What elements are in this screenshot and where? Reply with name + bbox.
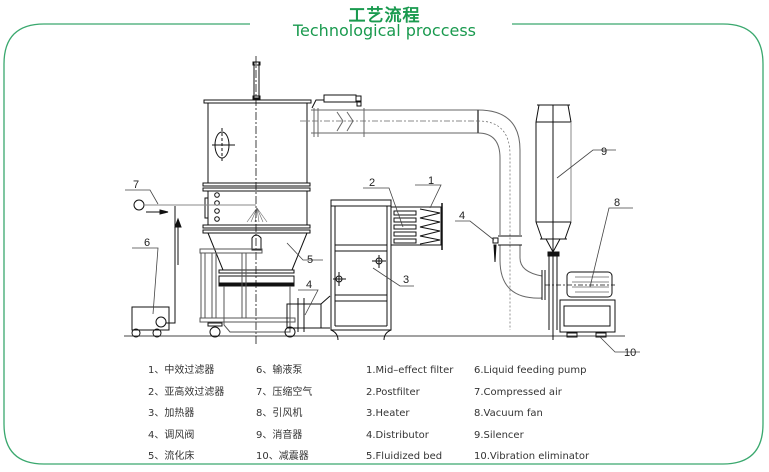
legend-item: 6、输液泵 <box>256 365 303 376</box>
heater-cabinet <box>330 199 392 341</box>
legend-item: 3.Heater <box>366 408 410 419</box>
callout-9: 9 <box>601 146 607 158</box>
title-english: Technological proccess <box>292 21 476 40</box>
legend-item: 2、亚高效过滤器 <box>148 386 225 398</box>
spray-nozzle-icon <box>246 207 268 223</box>
legend-item: 9、消音器 <box>256 429 303 441</box>
air-duct <box>300 94 543 330</box>
callout-3: 3 <box>403 274 409 286</box>
legend-item: 8.Vacuum fan <box>474 408 543 419</box>
callout-8: 8 <box>614 197 620 209</box>
callout-leaders <box>125 149 640 353</box>
callout-2: 2 <box>369 177 375 189</box>
callout-10: 10 <box>624 347 636 359</box>
legend-item: 7、压缩空气 <box>256 386 313 398</box>
legend-item: 1、中效过滤器 <box>148 365 215 376</box>
flow-arrow-up-icon <box>174 217 182 228</box>
legend-english-col2: 6.Liquid feeding pump 7.Compressed air 8… <box>474 360 589 468</box>
legend-item: 2.Postfilter <box>366 386 420 398</box>
damper-handle-icon <box>493 244 497 263</box>
compressed-air-inlet <box>133 199 256 215</box>
fluidized-bed-tower <box>199 56 312 345</box>
distributor-lower <box>286 295 331 332</box>
callout-4-lower: 4 <box>306 279 312 291</box>
legend-chinese-col1: 1、中效过滤器 2、亚高效过滤器 3、加热器 4、调风阀 5、流化床 <box>148 360 224 468</box>
liquid-pump <box>131 206 182 338</box>
legend-item: 4、调风阀 <box>148 429 195 441</box>
legend-item: 9.Silencer <box>474 429 524 441</box>
callout-1: 1 <box>428 175 434 187</box>
legend-item: 4.Distributor <box>366 429 429 441</box>
legend-item: 10.Vibration eliminator <box>474 451 590 462</box>
legend-item: 1.Mid–effect filter <box>366 365 454 376</box>
legend-chinese-col2: 6、输液泵 7、压缩空气 8、引风机 9、消音器 10、减震器 <box>256 360 312 468</box>
callout-4-upper: 4 <box>459 210 465 222</box>
flow-arrow-right-icon <box>159 209 169 215</box>
legend-item: 8、引风机 <box>256 408 303 419</box>
silencer <box>535 104 572 340</box>
legend-item: 5、流化床 <box>148 451 195 462</box>
legend-item: 3、加热器 <box>148 408 195 419</box>
title-chinese: 工艺流程 <box>348 6 421 26</box>
damper-valve-icon <box>492 237 499 244</box>
legend-english-col1: 1.Mid–effect filter 2.Postfilter 3.Heate… <box>366 360 453 468</box>
callout-5: 5 <box>307 254 313 266</box>
legend-item: 10、减震器 <box>256 451 309 462</box>
filter-assembly <box>390 203 443 250</box>
callout-6: 6 <box>144 237 150 249</box>
legend-item: 5.Fluidized bed <box>366 451 443 462</box>
legend-item: 6.Liquid feeding pump <box>474 365 587 376</box>
frame-border <box>3 23 764 465</box>
legend-item: 7.Compressed air <box>474 386 562 398</box>
callout-7: 7 <box>133 179 139 191</box>
